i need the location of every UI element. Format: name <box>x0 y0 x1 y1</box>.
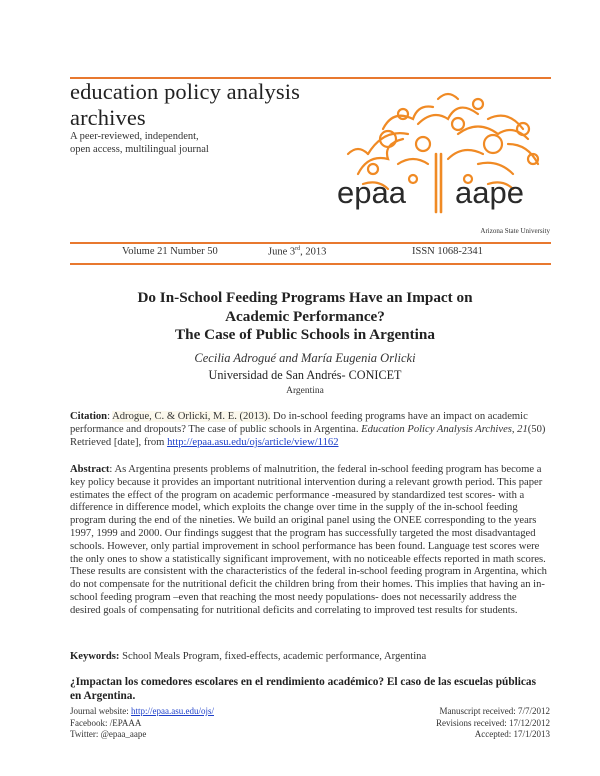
manuscript-received: Manuscript received: 7/7/2012 <box>439 706 550 716</box>
issue-rule-bottom <box>70 263 551 265</box>
keywords-text: School Meals Program, fixed-effects, aca… <box>122 651 427 662</box>
footer-website: Journal website: http://epaa.asu.edu/ojs… <box>70 706 214 718</box>
title-line2: Academic Performance? <box>225 307 385 325</box>
citation-text: Do in-school feeding programs have an im… <box>70 411 528 435</box>
issue-date-year: , 2013 <box>300 246 327 258</box>
journal-name: education policy analysis archives <box>70 79 300 131</box>
logo-text-epaa: epaa <box>337 175 406 210</box>
keywords-block: Keywords: School Meals Program, fixed-ef… <box>70 651 548 664</box>
article-authors: Cecilia Adrogué and María Eugenia Orlick… <box>194 351 416 365</box>
citation-label: Citation <box>70 411 108 422</box>
footer-dates: Manuscript received: 7/7/2012 Revisions … <box>436 706 550 741</box>
website-link[interactable]: http://epaa.asu.edu/ojs/ <box>131 706 214 716</box>
title-line3: The Case of Public Schools in Argentina <box>175 326 435 343</box>
abstract-block: Abstract: As Argentina presents problems… <box>70 464 547 616</box>
journal-tagline: A peer-reviewed, independent, open acces… <box>70 130 209 156</box>
citation-journal: Education Policy Analysis Archives, 21 <box>361 423 528 435</box>
article-country: Argentina <box>286 386 324 396</box>
footer-twitter: Twitter: @epaa_aape <box>70 729 147 739</box>
issue-volume: Volume 21 Number 50 <box>122 246 218 257</box>
abstract-label: Abstract <box>70 464 110 475</box>
citation-block: Citation: Adrogue, C. & Orlicki, M. E. (… <box>70 411 546 448</box>
header-rule <box>70 77 551 79</box>
journal-name-line1: education policy analysis <box>70 79 300 104</box>
abstract-text: As Argentina presents problems of malnut… <box>70 464 547 616</box>
accepted-date: Accepted: 17/1/2013 <box>474 729 550 739</box>
issue-date-day: June 3 <box>268 246 296 258</box>
website-label: Journal website: <box>70 706 131 716</box>
issue-issn: ISSN 1068-2341 <box>412 246 483 257</box>
tagline-line1: A peer-reviewed, independent, <box>70 131 199 142</box>
journal-name-line2: archives <box>70 105 146 130</box>
footer-facebook: Facebook: /EPAAA <box>70 717 142 728</box>
tagline-line2: open access, multilingual journal <box>70 144 209 155</box>
citation-authors: Adrogue, C. & Orlicki, M. E. (2013). <box>112 411 271 422</box>
issue-date-suffix: rd <box>295 246 301 252</box>
logo-text-aape: aape <box>455 175 524 210</box>
citation-issue: (50) Retrieved [date], from <box>70 423 546 448</box>
article-title: Do In-School Feeding Programs Have an Im… <box>60 289 550 345</box>
article-affiliation: Universidad de San Andrés- CONICET <box>208 368 402 382</box>
footer-links: Journal website: http://epaa.asu.edu/ojs… <box>70 706 214 741</box>
issue-date: June 3rd, 2013 <box>268 246 326 258</box>
revisions-received: Revisions received: 17/12/2012 <box>436 717 550 728</box>
citation-url-link[interactable]: http://epaa.asu.edu/ojs/article/view/116… <box>167 436 339 448</box>
institution-label: Arizona State University <box>480 227 550 235</box>
issue-rule-top <box>70 242 551 244</box>
title-line1: Do In-School Feeding Programs Have an Im… <box>137 289 473 306</box>
epaa-tree-logo-icon <box>338 84 553 224</box>
keywords-label: Keywords: <box>70 651 120 662</box>
spanish-title: ¿Impactan los comedores escolares en el … <box>70 676 536 702</box>
issue-info-row: Volume 21 Number 50 June 3rd, 2013 ISSN … <box>70 245 551 261</box>
